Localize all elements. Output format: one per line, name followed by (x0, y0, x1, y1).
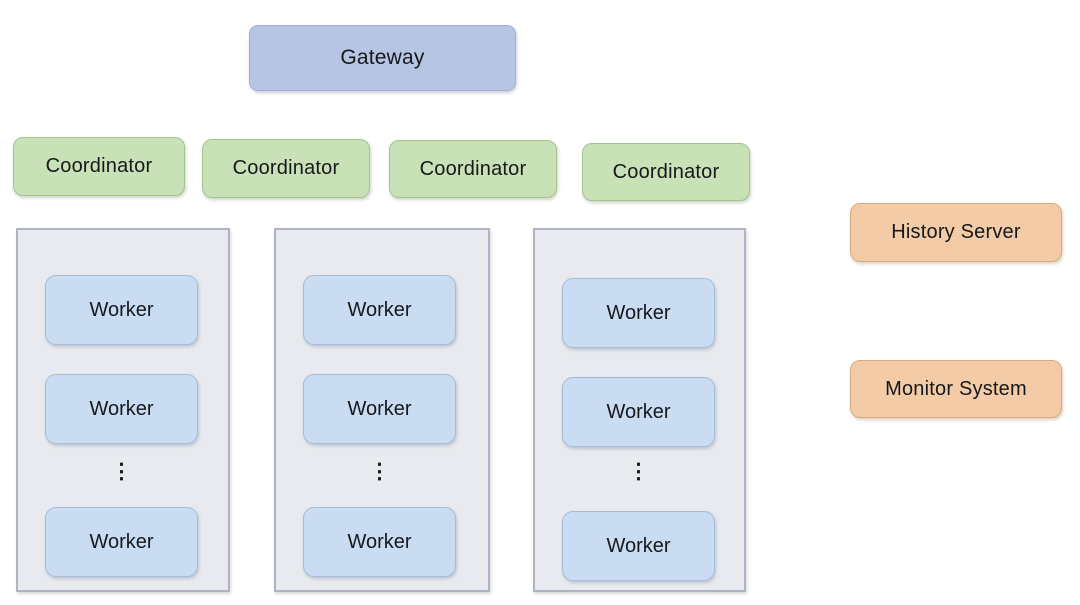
worker-label: Worker (89, 530, 154, 553)
worker-label: Worker (89, 397, 154, 420)
vertical-ellipsis: ⋮ (628, 459, 649, 483)
worker-node: Worker (562, 511, 715, 581)
worker-label: Worker (606, 534, 671, 557)
gateway-label: Gateway (340, 46, 425, 69)
coordinator-node-4: Coordinator (582, 143, 750, 201)
worker-node: Worker (562, 377, 715, 447)
coordinator-label: Coordinator (612, 160, 720, 183)
coordinator-label: Coordinator (232, 157, 340, 179)
monitor-system-node: Monitor System (850, 360, 1062, 418)
worker-node: Worker (45, 507, 198, 577)
worker-node: Worker (45, 374, 198, 444)
worker-label: Worker (347, 298, 412, 321)
coordinator-node-3: Coordinator (389, 140, 557, 198)
coordinator-node-2: Coordinator (202, 139, 370, 198)
worker-label: Worker (347, 397, 412, 420)
worker-label: Worker (89, 298, 154, 321)
worker-node: Worker (303, 507, 456, 577)
history-server-node: History Server (850, 203, 1062, 262)
vertical-ellipsis: ⋮ (111, 459, 132, 483)
worker-group-3: Worker Worker ⋮ Worker (533, 228, 746, 592)
worker-label: Worker (606, 400, 671, 423)
history-server-label: History Server (891, 221, 1021, 243)
coordinator-label: Coordinator (419, 157, 527, 180)
monitor-system-label: Monitor System (885, 377, 1027, 400)
worker-node: Worker (303, 275, 456, 345)
worker-node: Worker (303, 374, 456, 444)
worker-label: Worker (347, 530, 412, 553)
gateway-node: Gateway (249, 25, 516, 91)
coordinator-label: Coordinator (45, 155, 153, 177)
vertical-ellipsis: ⋮ (369, 459, 390, 483)
worker-group-2: Worker Worker ⋮ Worker (274, 228, 490, 592)
coordinator-node-1: Coordinator (13, 137, 185, 196)
worker-node: Worker (562, 278, 715, 348)
worker-group-1: Worker Worker ⋮ Worker (16, 228, 230, 592)
worker-label: Worker (606, 301, 671, 324)
worker-node: Worker (45, 275, 198, 345)
